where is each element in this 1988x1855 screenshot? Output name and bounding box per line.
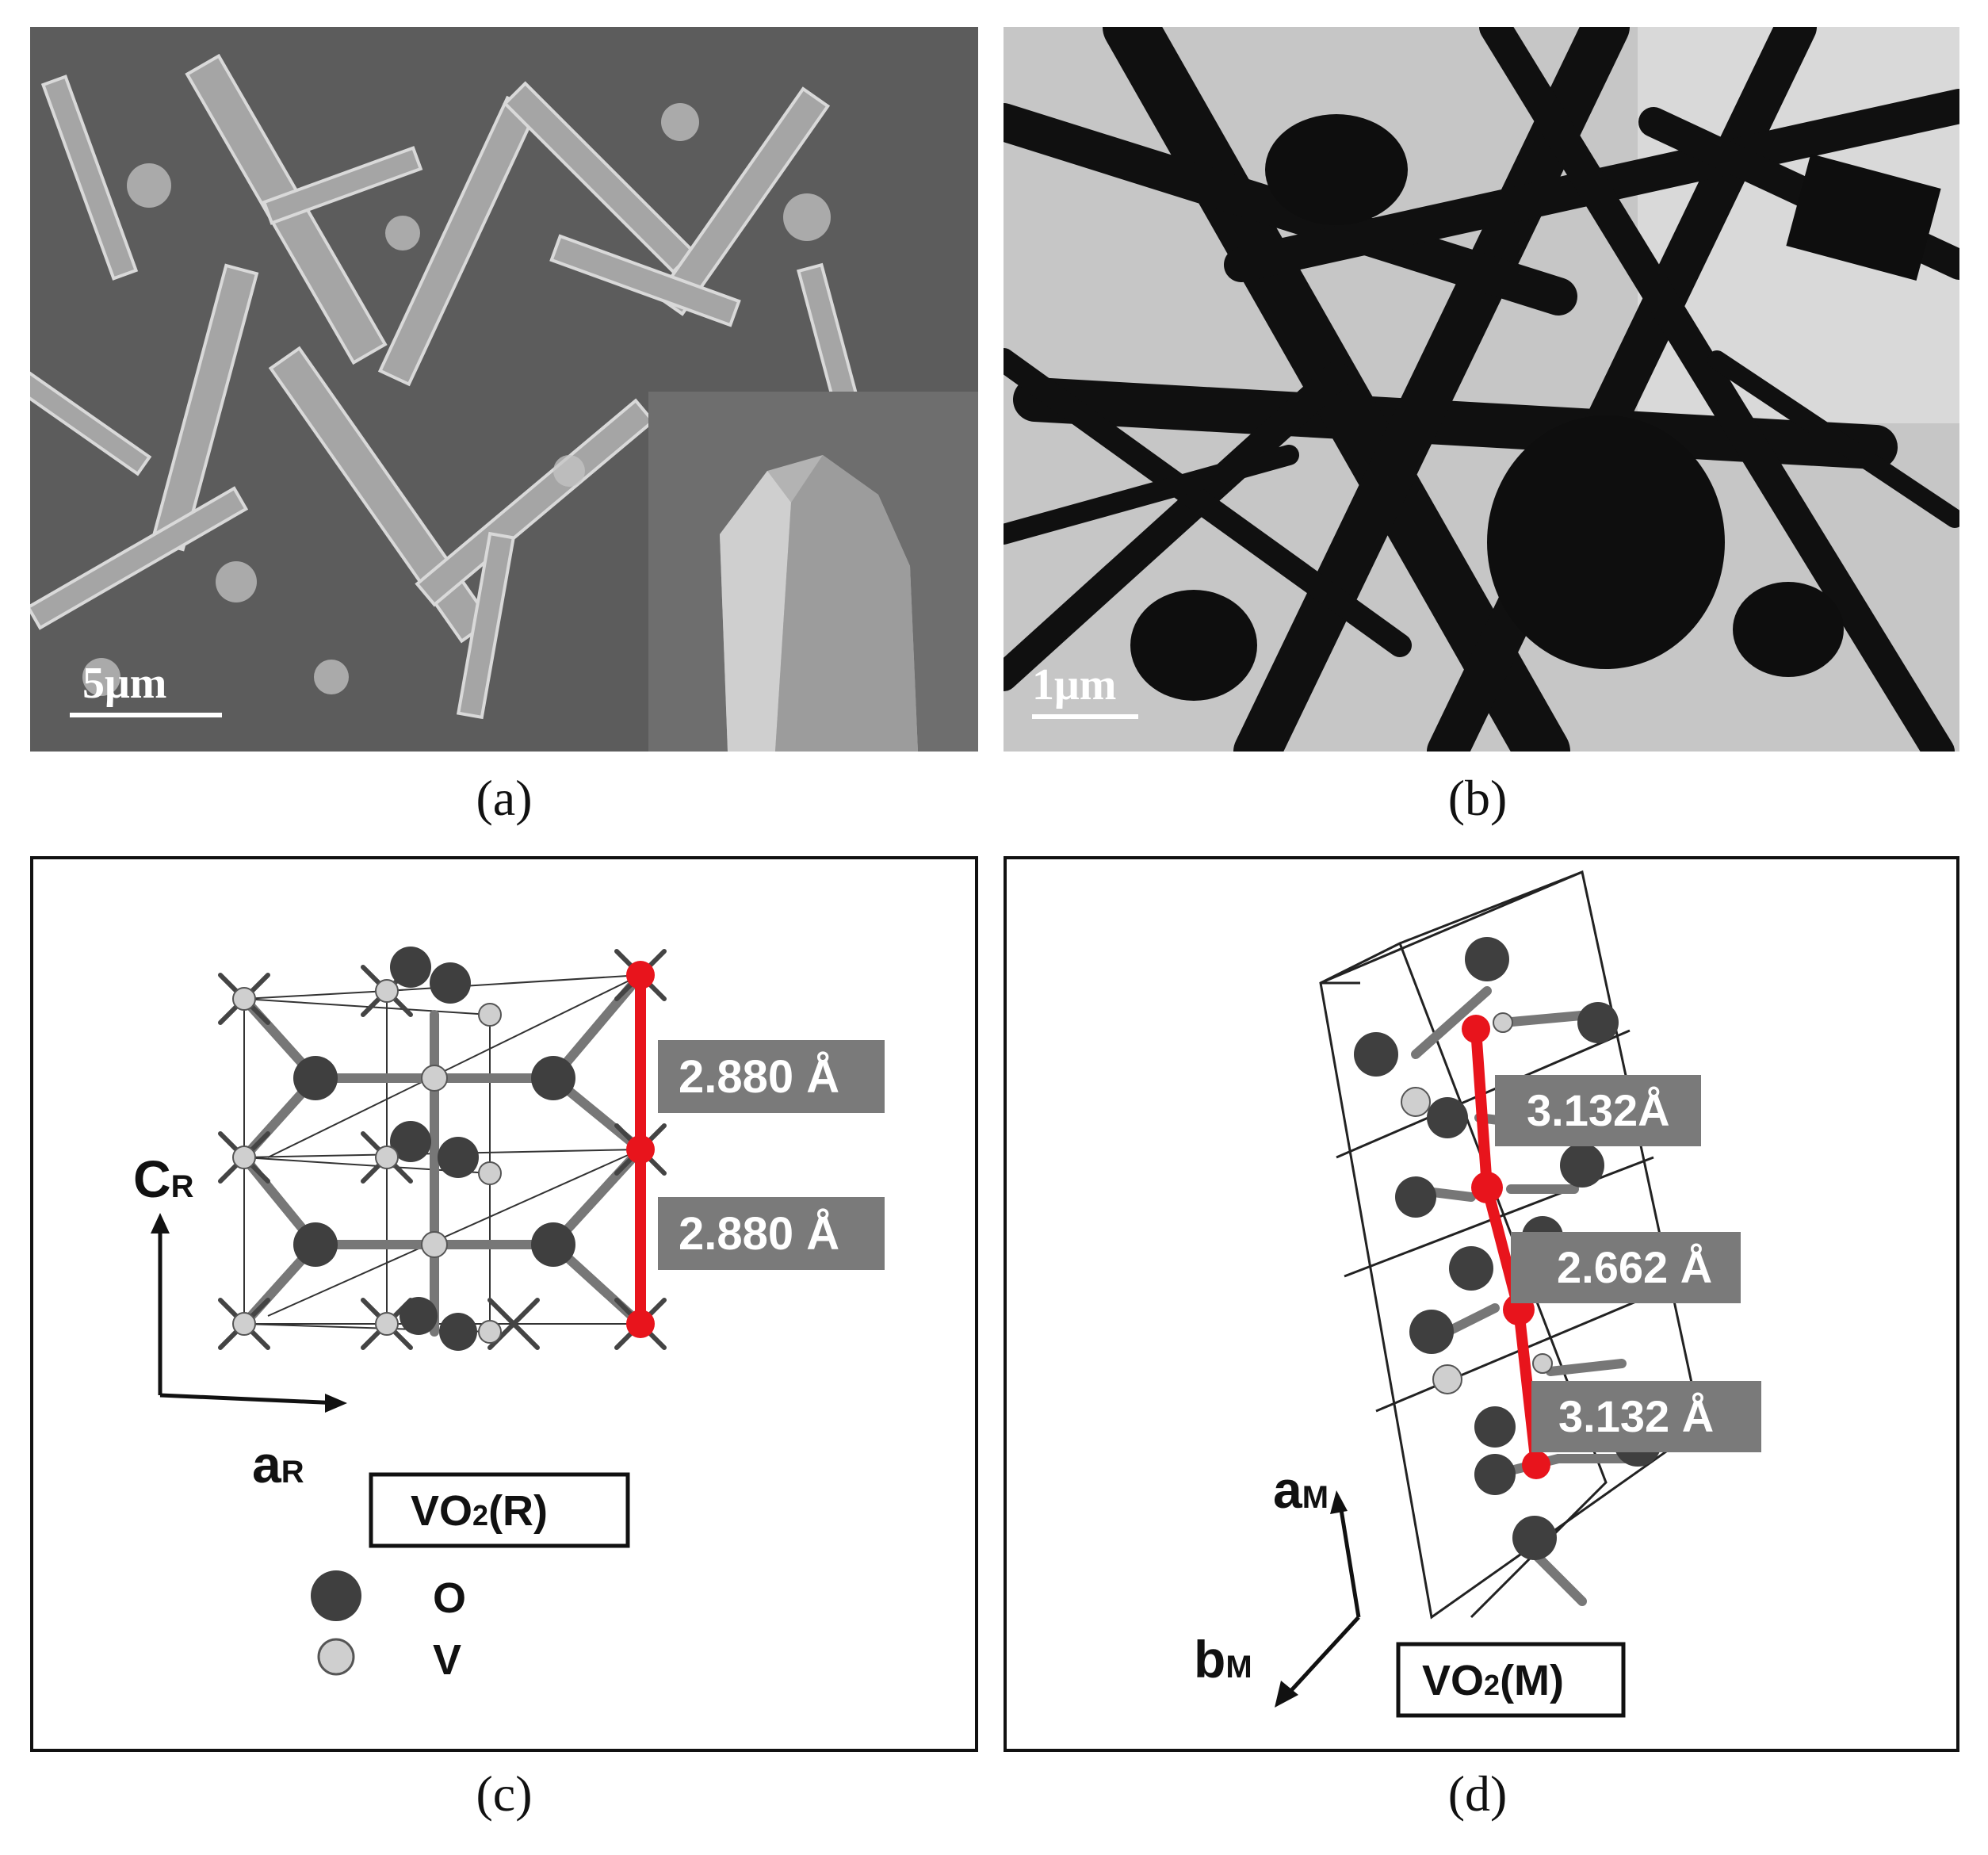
axis-label-c-r: CR — [133, 1149, 194, 1208]
bond-length-lower: 2.880 Å — [679, 1208, 839, 1260]
bond-length-mid-m: 2.662 Å — [1557, 1242, 1712, 1292]
sem-inset — [648, 392, 978, 752]
bond-length-upper: 2.880 Å — [679, 1051, 839, 1103]
bond-label-box-lower — [658, 1197, 885, 1270]
caption-a: (a) — [476, 770, 533, 826]
bond-label-box-upper — [658, 1040, 885, 1113]
panel-b-tem-image: 1μm — [1004, 27, 1959, 752]
panel-c-vo2-rutile: 2.880 Å 2.880 Å CR aR VO2(R) O V — [30, 856, 978, 1752]
phase-label-m: VO2(M) — [1422, 1657, 1564, 1704]
caption-d: (d) — [1447, 1765, 1508, 1822]
sem-micrograph: 5μm — [30, 27, 978, 752]
scale-bar-label-a: 5μm — [82, 659, 166, 708]
phase-label-box-r — [369, 1472, 630, 1548]
v-v-chain-highlight — [626, 961, 655, 1338]
bond-length-top-m: 3.132Å — [1527, 1085, 1670, 1135]
caption-b: (b) — [1447, 770, 1508, 826]
legend-oxygen-label: O — [433, 1574, 466, 1622]
vanadium-atoms — [232, 979, 502, 1344]
panel-a-sem-image: 5μm — [30, 27, 978, 752]
bond-label-box-top-m — [1495, 1075, 1701, 1146]
axis-arrows-r — [151, 1213, 347, 1413]
scale-bar-label-b: 1μm — [1032, 660, 1116, 709]
phase-label-box-m — [1396, 1642, 1626, 1718]
legend-vanadium-label: V — [433, 1636, 461, 1684]
tem-micrograph: 1μm — [1004, 27, 1959, 752]
axis-label-a-r: aR — [252, 1435, 304, 1494]
bond-label-box-bottom-m — [1531, 1381, 1761, 1452]
axis-label-a-m: aM — [1273, 1460, 1329, 1519]
oxygen-atoms — [293, 947, 575, 1351]
v-v-chain-highlight-m — [1462, 1015, 1550, 1479]
vanadium-atoms-m — [1401, 1012, 1553, 1394]
bond-length-bottom-m: 3.132 Å — [1558, 1391, 1714, 1441]
phase-label-r: VO2(R) — [411, 1487, 548, 1535]
vo2-m-structure: 3.132Å 2.662 Å 3.132 Å aM bM VO2(M) — [1004, 856, 1959, 1752]
axis-arrows-m — [1275, 1490, 1361, 1708]
legend-vanadium-swatch — [317, 1638, 355, 1676]
caption-c: (c) — [476, 1765, 533, 1822]
legend-oxygen-swatch — [311, 1570, 361, 1621]
bond-label-box-mid-m — [1511, 1232, 1741, 1303]
axis-label-b-m: bM — [1194, 1630, 1252, 1689]
vo2-r-structure: 2.880 Å 2.880 Å CR aR VO2(R) O V — [30, 856, 978, 1752]
panel-d-vo2-monoclinic: 3.132Å 2.662 Å 3.132 Å aM bM VO2(M) — [1004, 856, 1959, 1752]
